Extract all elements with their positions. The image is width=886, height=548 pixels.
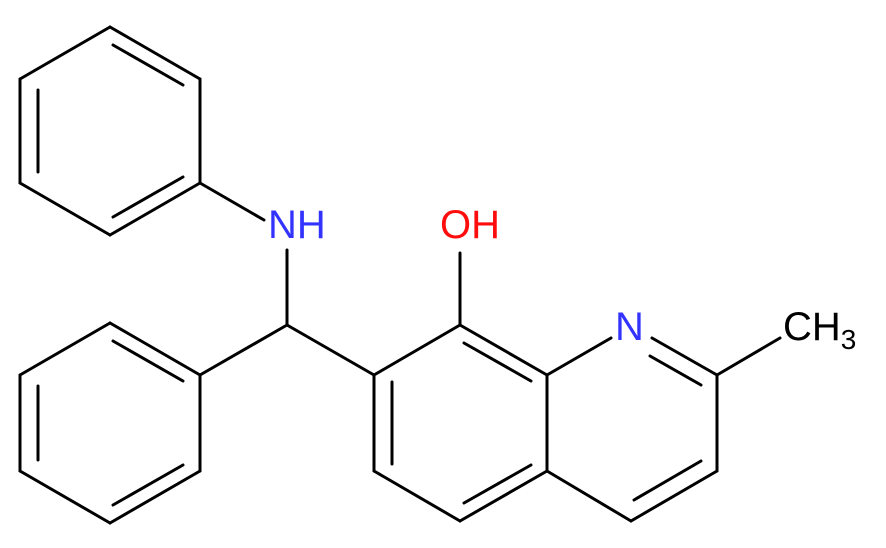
bond-ch-phenyl xyxy=(198,323,289,377)
bond-ch-quinoline xyxy=(285,323,376,377)
quinoline-pyridine-ring xyxy=(545,336,719,523)
oh-label: OH xyxy=(440,203,500,247)
bond-methyl xyxy=(715,336,782,377)
methyl-main: CH xyxy=(783,305,841,349)
quinoline-benzo-ring xyxy=(372,323,549,523)
nh-label: NH xyxy=(268,203,326,247)
n-label: N xyxy=(615,305,644,349)
phenyl-ring-bottom xyxy=(18,321,202,525)
bonds xyxy=(18,25,782,525)
bond-phenyl-nh xyxy=(198,181,266,222)
phenyl-ring-top xyxy=(18,25,202,237)
methyl-label: CH3 xyxy=(783,305,856,355)
methyl-subscript: 3 xyxy=(841,324,857,355)
